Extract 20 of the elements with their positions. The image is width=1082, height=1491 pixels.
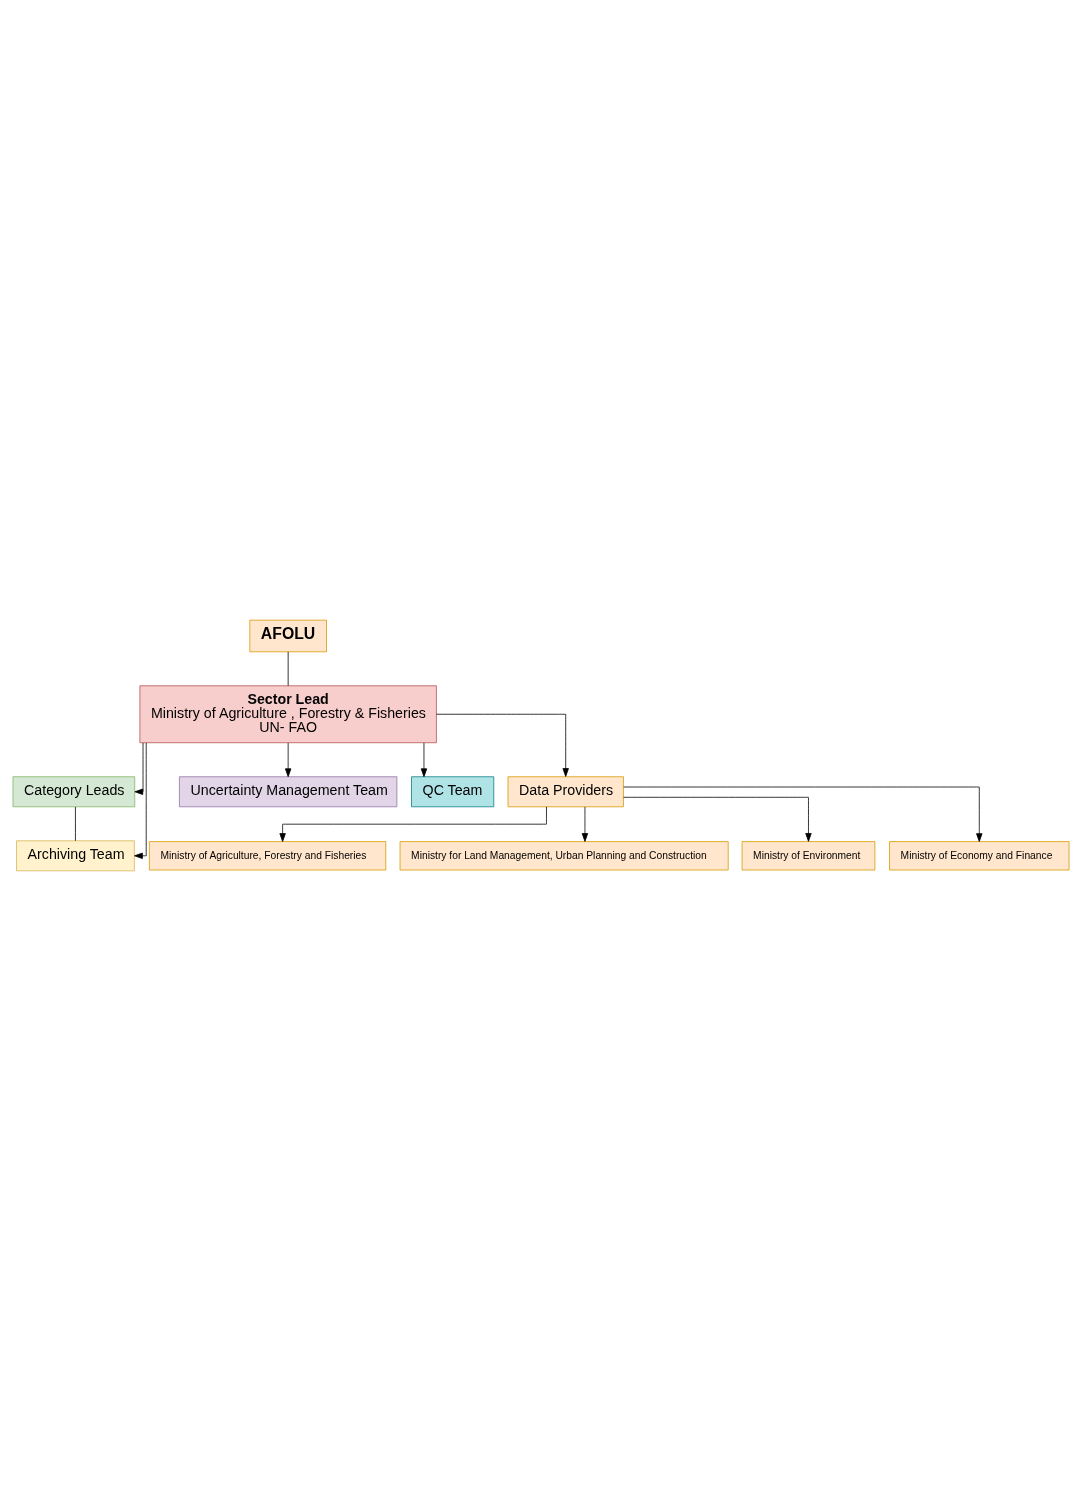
arrow [420, 742, 428, 778]
node-box: Archiving Team [16, 840, 135, 872]
node-box: Category Leads [12, 776, 136, 808]
arrow [134, 742, 147, 859]
node-box: QC Team [411, 776, 495, 808]
node-box: Ministry of Economy and Finance [889, 841, 1070, 871]
arrow [436, 713, 569, 777]
node-box: Ministry for Land Management, Urban Planning and Construction [399, 841, 729, 871]
node-box: Data Providers [507, 776, 624, 808]
arrow [581, 806, 589, 842]
arrow [623, 796, 812, 842]
node-box: Ministry of Agriculture, Forestry and Fisheries [148, 841, 387, 871]
node-box: Ministry of Environment [741, 841, 876, 871]
arrow [285, 742, 292, 778]
node-box: AFOLU [249, 619, 327, 653]
node-box: Uncertainty Management Team [179, 776, 398, 808]
node-box: Sector Lead Ministry of Agriculture , Forestry & Fisheries UN- FAO [139, 685, 437, 744]
arrow [134, 742, 144, 795]
arrow [623, 786, 983, 842]
connector [75, 806, 76, 842]
